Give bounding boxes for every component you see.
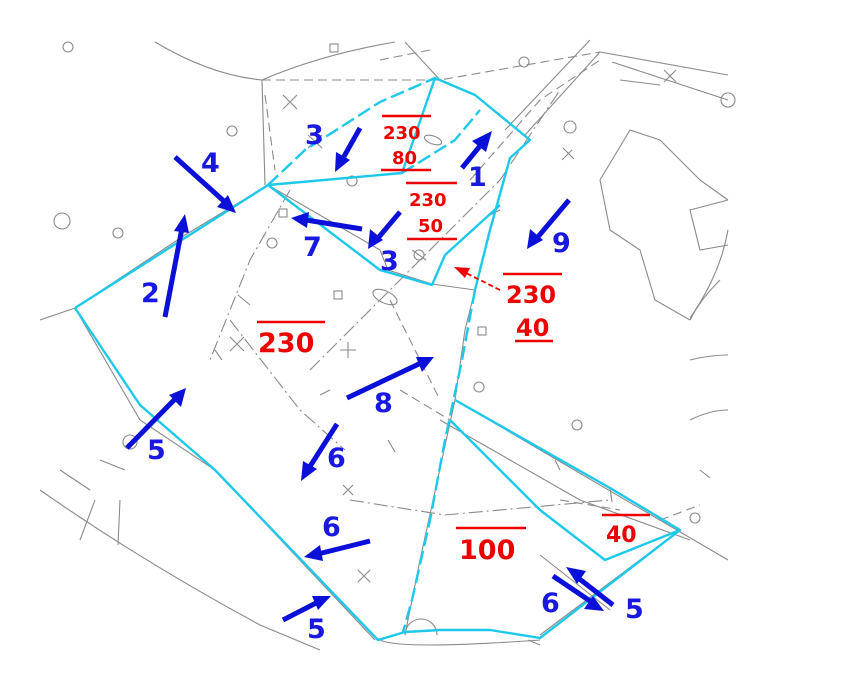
basemap-symbols: [53, 41, 736, 646]
arrow-6c: [551, 573, 604, 611]
arrow-3a: [335, 126, 363, 172]
arrow-labels: 1 2 3 3 4 5 5 5 6 6 6 7 8 9: [141, 120, 644, 645]
direction-arrows: [125, 126, 615, 623]
arrow-label-5b: 5: [307, 614, 326, 645]
arrow-label-7: 7: [303, 232, 322, 263]
arrow-label-6a: 6: [327, 443, 346, 474]
red-pointer-arrow: [454, 267, 501, 291]
value-230-80-top: 230: [383, 123, 421, 144]
arrow-5a: [125, 388, 186, 450]
arrow-2: [162, 214, 189, 318]
zone-boundaries: [74, 76, 682, 642]
value-230-80-bottom: 80: [392, 148, 417, 169]
arrow-label-8: 8: [374, 388, 393, 419]
arrow-7: [291, 212, 363, 232]
arrow-9: [527, 198, 571, 249]
arrow-label-6b: 6: [322, 512, 341, 543]
value-230-40-bottom: 40: [516, 314, 549, 342]
arrow-label-5a: 5: [147, 435, 166, 466]
arrow-label-1: 1: [468, 162, 487, 193]
arrow-label-5c: 5: [625, 594, 644, 625]
value-230-50-top: 230: [409, 190, 447, 211]
arrow-5c: [566, 567, 615, 607]
arrow-label-2: 2: [141, 278, 160, 309]
arrow-label-4: 4: [201, 148, 220, 179]
zone-values: 230 80 230 50 230 40 230 100 40: [257, 114, 650, 566]
arrow-3b: [368, 210, 402, 249]
arrow-1: [460, 131, 492, 170]
arrow-label-3a: 3: [305, 120, 324, 151]
value-230-50-bottom: 50: [418, 216, 443, 237]
value-230-40-top: 230: [506, 281, 556, 309]
arrow-5b: [281, 596, 331, 623]
value-40: 40: [606, 523, 637, 548]
arrow-6a: [301, 422, 340, 481]
value-100: 100: [459, 535, 515, 566]
arrow-8: [345, 357, 434, 401]
arrow-label-9: 9: [552, 228, 571, 259]
arrow-6b: [304, 538, 371, 561]
arrow-4: [173, 155, 236, 213]
arrow-label-6c: 6: [541, 588, 560, 619]
basemap-dashed-lines: [209, 49, 701, 521]
arrow-label-3b: 3: [380, 246, 399, 277]
value-230-main: 230: [258, 328, 314, 359]
